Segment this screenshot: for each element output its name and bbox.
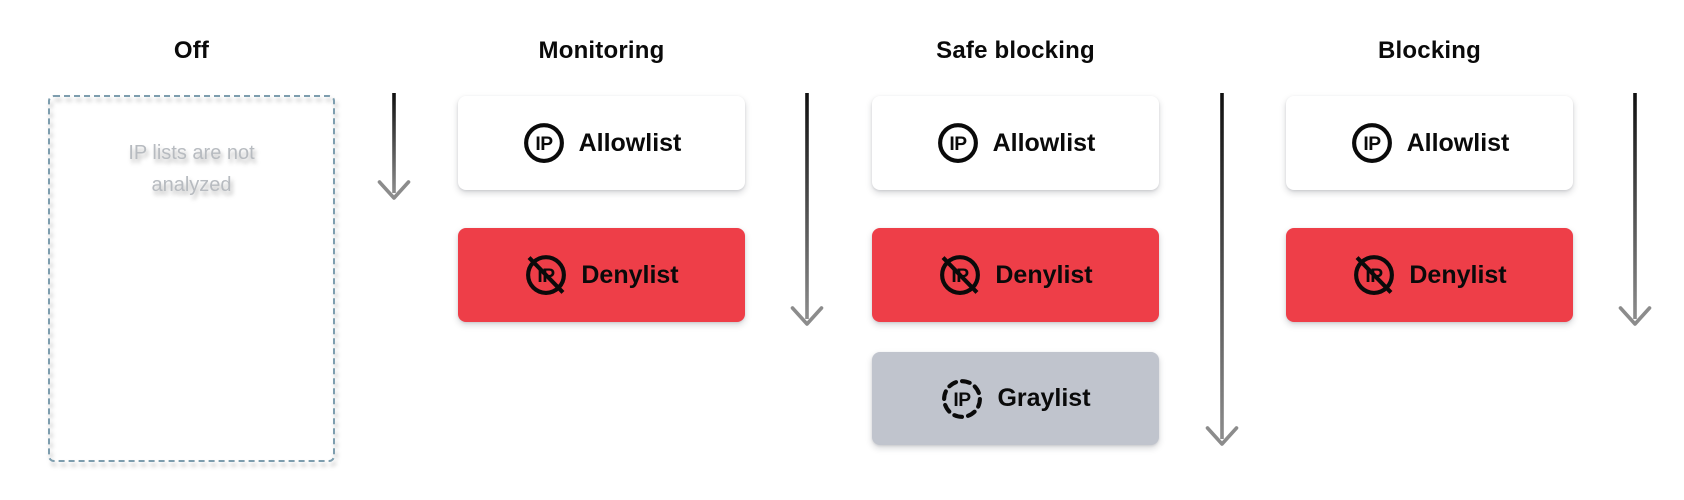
ip-circle-slash-icon: IP bbox=[1352, 253, 1396, 297]
mode-title-off: Off bbox=[173, 37, 210, 64]
card-label: Graylist bbox=[997, 384, 1091, 412]
placeholder-text: IP lists are not analyzed bbox=[50, 97, 333, 201]
placeholder-line: IP lists are not bbox=[128, 142, 255, 164]
svg-text:IP: IP bbox=[1363, 134, 1381, 155]
card-label: Allowlist bbox=[1406, 128, 1510, 157]
mode-title-safe-blocking: Safe blocking bbox=[936, 37, 1095, 64]
svg-text:IP: IP bbox=[535, 134, 553, 155]
ip-circle-slash-icon: IP bbox=[524, 253, 568, 297]
flow-arrow-4 bbox=[1618, 93, 1652, 326]
svg-text:IP: IP bbox=[949, 134, 967, 155]
graylist-card: IP Graylist bbox=[872, 352, 1159, 445]
ip-circle-icon: IP bbox=[936, 121, 980, 165]
off-empty-box: IP lists are not analyzed bbox=[48, 95, 335, 462]
denylist-card: IP Denylist bbox=[458, 228, 745, 322]
ip-circle-icon: IP bbox=[1350, 121, 1394, 165]
denylist-card: IP Denylist bbox=[872, 228, 1159, 322]
flow-arrow-2 bbox=[790, 93, 824, 326]
svg-text:IP: IP bbox=[954, 389, 972, 410]
allowlist-card: IP Allowlist bbox=[458, 96, 745, 190]
denylist-card: IP Denylist bbox=[1286, 228, 1573, 322]
flow-arrow-3 bbox=[1205, 93, 1239, 446]
ip-circle-dashed-icon: IP bbox=[940, 377, 984, 421]
card-label: Denylist bbox=[995, 260, 1093, 289]
placeholder-line: analyzed bbox=[151, 174, 232, 196]
mode-title-monitoring: Monitoring bbox=[538, 37, 665, 64]
ip-circle-slash-icon: IP bbox=[938, 253, 982, 297]
ip-circle-icon: IP bbox=[522, 121, 566, 165]
card-label: Denylist bbox=[581, 260, 679, 289]
allowlist-card: IP Allowlist bbox=[872, 96, 1159, 190]
card-label: Allowlist bbox=[578, 128, 682, 157]
mode-title-blocking: Blocking bbox=[1378, 37, 1481, 64]
allowlist-card: IP Allowlist bbox=[1286, 96, 1573, 190]
card-label: Allowlist bbox=[992, 128, 1096, 157]
flow-arrow-1 bbox=[377, 93, 411, 200]
card-label: Denylist bbox=[1409, 260, 1507, 289]
